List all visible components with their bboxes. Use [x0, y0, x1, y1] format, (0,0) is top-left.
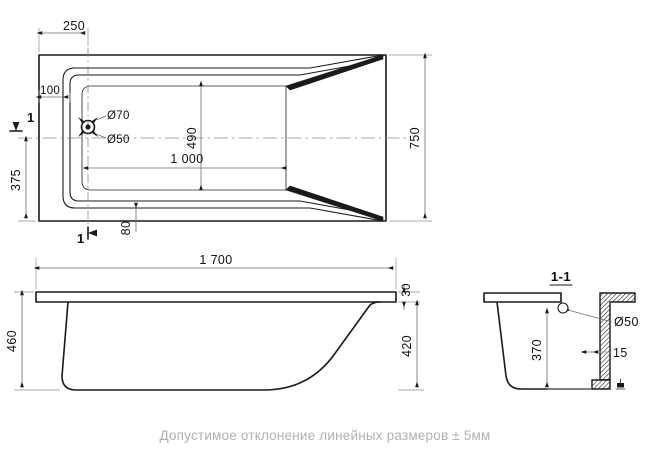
label-section-marker-left: 1: [27, 110, 34, 125]
drain-tick-nw: [78, 117, 84, 123]
datum-symbol: [615, 378, 626, 390]
drain-leader-outer: [95, 115, 107, 121]
top-view-bowl-lower-outer: [71, 207, 384, 222]
top-view-corner-bl: [62, 195, 76, 209]
top-view-outer-rim: [38, 54, 387, 222]
section-left-rim: [483, 292, 562, 303]
front-elevation: [14, 258, 424, 391]
datum-symbol-body: [617, 383, 624, 388]
drain-tick-sw: [78, 131, 84, 137]
label-420: 420: [400, 335, 414, 357]
top-view-wedge-upper: [285, 54, 384, 91]
section-marker-left: [9, 122, 23, 132]
label-375: 375: [9, 169, 23, 191]
section-marker-bottom-arrow: [88, 229, 97, 237]
tolerance-caption: Допустимое отклонение линейных размеров …: [159, 428, 491, 443]
label-d50-section: Ø50: [614, 315, 639, 329]
label-d50-top: Ø50: [107, 134, 130, 146]
top-view-corner-tl: [62, 67, 76, 81]
top-view-rim-band-upper: [69, 61, 373, 85]
label-370: 370: [530, 339, 544, 361]
label-section-title: 1-1: [551, 269, 571, 284]
drain-symbol: [78, 117, 98, 137]
label-100: 100: [40, 85, 60, 97]
elevation-bowl-profile: [61, 301, 381, 391]
drain-tick-ne: [92, 117, 98, 123]
elevation-rim-slab: [35, 291, 397, 303]
section-view: [483, 284, 636, 390]
label-section-marker-bottom: 1: [77, 231, 84, 246]
top-view: [9, 28, 432, 240]
overflow-port: [557, 302, 569, 314]
label-460: 460: [5, 330, 19, 352]
section-marker-bottom: [87, 226, 97, 240]
section-right-floor-hatch: [591, 379, 611, 390]
label-80: 80: [119, 221, 133, 236]
top-view-bowl-upper-outer: [71, 54, 384, 69]
label-750: 750: [408, 127, 422, 149]
drain-inner-circle: [85, 124, 91, 130]
drain-tick-se: [92, 131, 98, 137]
label-1000: 1 000: [170, 152, 203, 166]
section-right-wall-hatch: [599, 292, 636, 381]
label-15: 15: [613, 346, 628, 360]
drain-leader-inner: [95, 133, 107, 139]
drain-outer-circle: [80, 119, 96, 135]
label-250: 250: [63, 19, 85, 33]
label-30: 30: [401, 283, 413, 296]
top-view-rim-band-lower: [69, 191, 373, 215]
section-left-wall: [496, 301, 593, 390]
label-490: 490: [185, 127, 199, 149]
label-d70: Ø70: [107, 110, 130, 122]
label-1700: 1 700: [199, 253, 232, 267]
section-marker-left-arrow: [12, 122, 20, 131]
overflow-leader: [566, 308, 613, 323]
top-view-wedge-lower: [285, 185, 384, 222]
